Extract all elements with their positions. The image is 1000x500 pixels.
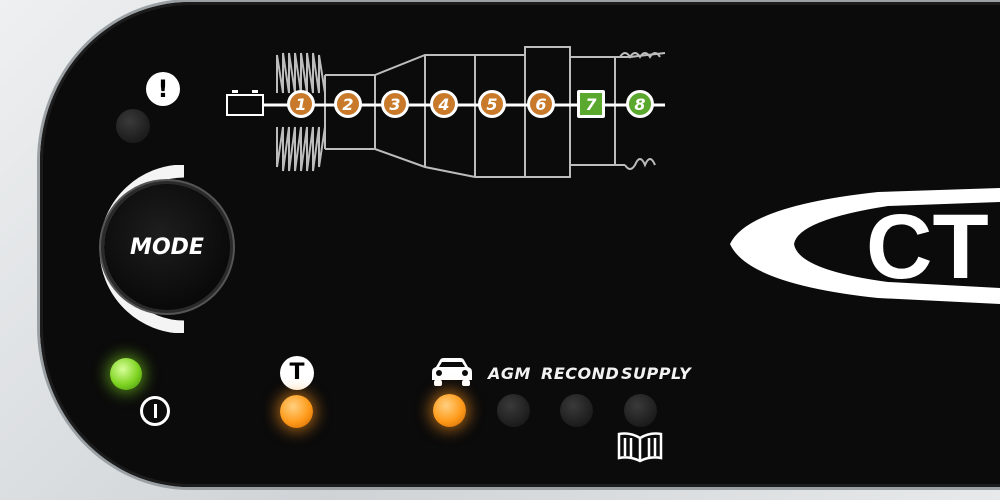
temp-symbol: T	[289, 360, 305, 385]
exclamation-icon: !	[146, 72, 180, 106]
recond-led	[560, 394, 593, 427]
charging-step-5: 5	[478, 90, 506, 118]
recond-label: RECOND	[541, 364, 620, 383]
brand-logo: CT	[730, 188, 1000, 304]
charging-step-7: 7	[577, 90, 605, 118]
power-led	[110, 358, 142, 390]
supply-label: SUPPLY	[621, 364, 692, 383]
charging-step-3: 3	[381, 90, 409, 118]
battery-icon	[226, 94, 264, 116]
charging-step-8: 8	[626, 90, 654, 118]
battery-terminal-neg	[232, 90, 238, 93]
supply-led	[624, 394, 657, 427]
power-icon	[140, 396, 170, 426]
error-led	[116, 109, 150, 143]
battery-terminal-pos	[252, 90, 258, 93]
manual-book-icon	[617, 432, 663, 463]
charging-curve-diagram	[263, 46, 666, 178]
car-mode-led	[433, 394, 466, 427]
cold-mode-led	[280, 395, 313, 428]
charging-step-6: 6	[527, 90, 555, 118]
mode-button[interactable]: MODE	[104, 184, 230, 310]
agm-led	[497, 394, 530, 427]
brand-text: CT	[866, 196, 989, 298]
agm-label: AGM	[488, 364, 531, 383]
mode-button-label: MODE	[130, 234, 204, 260]
car-icon	[432, 358, 472, 386]
charging-step-4: 4	[430, 90, 458, 118]
charging-step-1: 1	[287, 90, 315, 118]
charging-step-2: 2	[334, 90, 362, 118]
thermometer-icon: T	[280, 356, 314, 390]
